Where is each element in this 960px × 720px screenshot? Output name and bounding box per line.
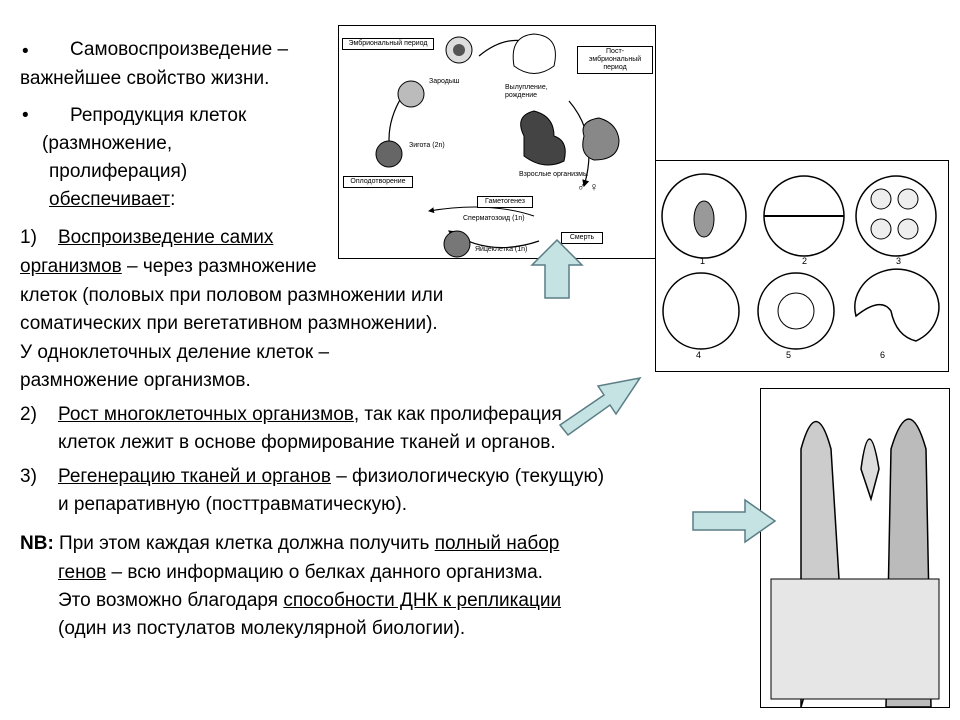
life-cycle-drawing	[375, 33, 620, 258]
point-1-underlined-2: организмов	[20, 256, 122, 277]
stage-4-cell	[662, 272, 740, 350]
provides-underlined: обеспечивает	[49, 189, 171, 210]
stage-2-label: 2	[802, 256, 808, 266]
bullet-2-line-1: Репродукция клеток	[70, 105, 247, 126]
stage-6-label: 6	[880, 350, 886, 360]
nb-label: NB:	[20, 533, 54, 554]
tissue-drawing	[770, 418, 940, 707]
sex-symbols: ♂ ♀	[577, 180, 599, 194]
nb-line-1: NB: При этом каждая клетка должна получи…	[20, 532, 559, 556]
stage-3-blastomere-1	[870, 188, 892, 210]
zygote-cell	[375, 140, 403, 168]
cleavage-figure: 1 2 3 4 5 6	[655, 160, 949, 372]
point-2-line-1: Рост многоклеточных организмов, так как …	[58, 403, 562, 427]
point-1-line-5: У одноклеточных деление клеток –	[20, 342, 330, 363]
life-cycle-figure: Эмбриональный период Пост-эмбриональный …	[338, 25, 656, 259]
bullet-2-line-4: обеспечивает:	[49, 188, 175, 212]
tissue-figure	[760, 388, 950, 708]
stage-1-spindle	[693, 200, 715, 238]
nb-line-3: Это возможно благодаря способности ДНК к…	[58, 589, 561, 613]
provides-colon: :	[170, 189, 176, 210]
bullet-2-line-3: пролиферация)	[49, 161, 188, 182]
bullet-2: •	[22, 105, 29, 126]
point-3-underlined: Регенерацию тканей и органов	[58, 466, 331, 487]
bullet-1: •	[22, 41, 29, 62]
point-1-line-6: размножение организмов.	[20, 370, 251, 391]
egg-cell	[443, 230, 471, 258]
nb-line-4: (один из постулатов молекулярной биологи…	[58, 618, 466, 639]
nb-rest-2: – всю информацию о белках данного органи…	[106, 562, 543, 583]
point-1-line-4: соматических при вегетативном размножени…	[20, 313, 438, 334]
hatching-egg	[512, 33, 556, 74]
point-1-underlined-1: Воспроизведение самих	[58, 227, 274, 248]
point-3-rest-1: – физиологическую (текущую)	[330, 466, 605, 487]
zygote-label: Зигота (2n)	[409, 142, 445, 149]
stage-5-label: 5	[786, 350, 792, 360]
point-3-line-1: Регенерацию тканей и органов – физиологи…	[58, 465, 604, 489]
stage-5-cavity	[777, 292, 815, 330]
bullet-1-line-2: важнейшее свойство жизни.	[20, 68, 270, 89]
bullet-2-line-2: (размножение,	[42, 133, 173, 154]
point-2-line-2: клеток лежит в основе формирование ткане…	[58, 432, 556, 453]
nb-underlined-3: способности ДНК к репликации	[283, 590, 562, 611]
adults-label: Взрослые организмы	[519, 171, 589, 178]
sperm-label: Сперматозоид (1n)	[463, 215, 525, 222]
nb-underlined-1: полный набор	[434, 533, 560, 554]
stage-3-cell	[855, 175, 937, 257]
gametogenesis-label: Гаметогенез	[477, 196, 533, 208]
bullet-1-line-1: Самовоспроизведение –	[70, 39, 289, 60]
embryonic-period-label: Эмбриональный период	[342, 38, 434, 50]
point-3-number: 3)	[20, 466, 37, 487]
nb-underlined-2: генов	[58, 562, 107, 583]
point-3-line-2: и репаративную (посттравматическую).	[58, 494, 408, 515]
nb-line-2: генов – всю информацию о белках данного …	[58, 561, 543, 585]
arrow-diagonal-icon	[558, 376, 642, 437]
rooster	[520, 110, 566, 166]
stage-3-blastomere-2	[897, 188, 919, 210]
point-1-line-3: клеток (половых при половом размножении …	[20, 285, 444, 306]
stage-3-label: 3	[896, 256, 902, 266]
point-1-number: 1)	[20, 227, 37, 248]
villus-middle	[860, 438, 880, 502]
cleavage-drawing	[661, 173, 940, 350]
embryo-label: Зародыш	[429, 78, 460, 85]
stage-4-label: 4	[696, 350, 702, 360]
stage-1-label: 1	[700, 256, 706, 266]
stage-3-blastomere-3	[870, 218, 892, 240]
point-1-rest-2: – через размножение	[121, 256, 317, 277]
postembryonic-period-label: Пост-эмбриональный период	[577, 46, 653, 74]
nb-line-3-start: Это возможно благодаря	[58, 590, 284, 611]
point-2-number: 2)	[20, 404, 37, 425]
point-1-line-2: организмов – через размножение	[20, 255, 317, 279]
hatching-label: Вылупление, рождение	[505, 84, 548, 99]
embryo-nucleus	[453, 44, 465, 56]
fertilization-label: Оплодотворение	[343, 176, 413, 188]
crypt-layer	[770, 578, 940, 700]
point-1-line-1: Воспроизведение самих	[58, 226, 273, 250]
blastula	[397, 80, 425, 108]
hen	[582, 117, 620, 161]
point-2-rest-1: , так как пролиферация	[353, 404, 562, 425]
stage-6-gastrula	[854, 268, 940, 342]
stage-3-blastomere-4	[897, 218, 919, 240]
death-label: Смерть	[561, 232, 603, 244]
egg-label: Яйцеклетка (1n)	[475, 246, 528, 253]
point-2-underlined: Рост многоклеточных организмов	[58, 404, 354, 425]
nb-rest-1: При этом каждая клетка должна получить	[53, 533, 435, 554]
